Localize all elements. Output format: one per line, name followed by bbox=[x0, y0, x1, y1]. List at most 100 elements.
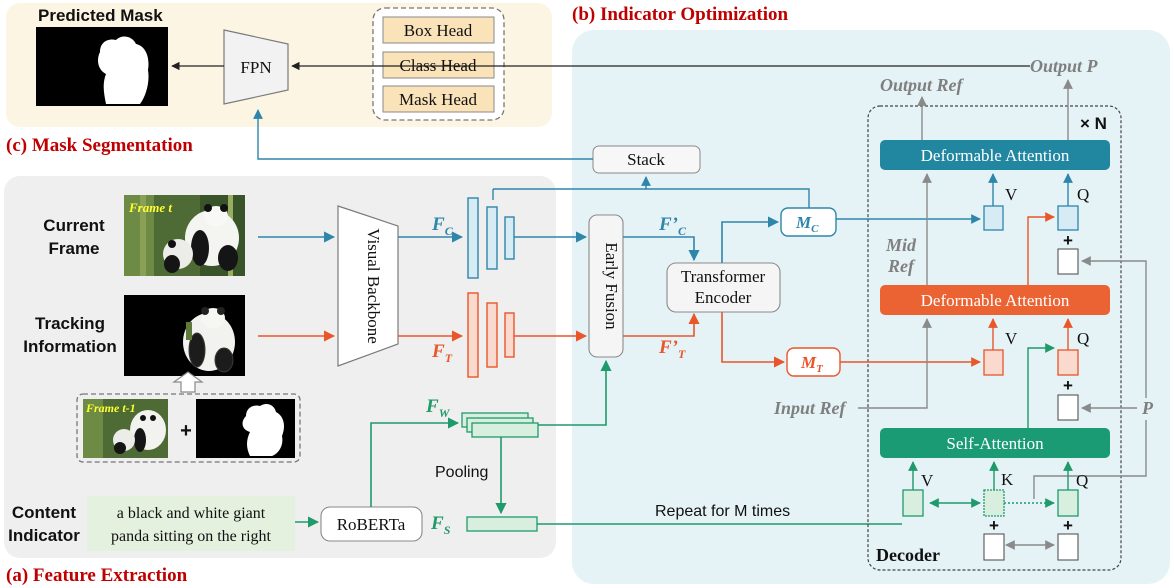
deformable-attention-mid bbox=[880, 285, 1110, 315]
ft-prime-label: F’T bbox=[658, 337, 686, 361]
fpn-label: FPN bbox=[240, 58, 271, 77]
roberta-to-fw-arrow bbox=[370, 417, 460, 507]
previous-frame-group bbox=[76, 393, 301, 463]
self-k-plus: + bbox=[989, 516, 999, 535]
mid-q-box bbox=[1057, 349, 1079, 376]
ft-pyramid-level-3 bbox=[504, 312, 515, 358]
decoder-repeat-n: × N bbox=[1080, 114, 1107, 133]
mask-head-label: Mask Head bbox=[399, 90, 477, 109]
mid-q-label: Q bbox=[1077, 329, 1089, 348]
previous-frame-image bbox=[83, 399, 168, 458]
fpn-block bbox=[223, 29, 289, 105]
early-fusion-block bbox=[588, 214, 624, 358]
output-p-label: Output P bbox=[1030, 56, 1099, 76]
p-label: P bbox=[1141, 398, 1154, 418]
content-indicator-label-line2: Indicator bbox=[8, 526, 80, 545]
self-q-pos-box bbox=[1057, 533, 1079, 561]
content-indicator-label-line1: Content bbox=[12, 503, 77, 522]
section-title-indicator-optimization: (b) Indicator Optimization bbox=[572, 4, 788, 25]
transformer-encoder-block bbox=[666, 262, 781, 313]
roberta-label: RoBERTa bbox=[337, 515, 406, 534]
ft-pyramid-level-2 bbox=[486, 302, 498, 368]
previous-frame-plus: + bbox=[180, 420, 192, 442]
mc-to-stack-arrow bbox=[641, 176, 810, 210]
current-frame-label-line1: Current bbox=[43, 216, 105, 235]
section-title-feature-extraction: (a) Feature Extraction bbox=[6, 565, 188, 586]
previous-mask-shape bbox=[242, 404, 284, 456]
section-title-mask-segmentation: (c) Mask Segmentation bbox=[6, 135, 193, 156]
sentence-box bbox=[87, 496, 295, 551]
ft-label: FT bbox=[431, 341, 453, 365]
fusion-to-encoder-orange-arrow bbox=[623, 312, 700, 337]
input-ref-label: Input Ref bbox=[773, 398, 848, 418]
visual-backbone-block bbox=[337, 205, 399, 367]
mid-plus: + bbox=[1063, 376, 1073, 395]
fc-pyramid-level-2 bbox=[486, 206, 498, 270]
fusion-to-encoder-blue-arrow bbox=[623, 236, 700, 262]
deformable-attention-top-label: Deformable Attention bbox=[921, 146, 1070, 165]
tracking-info-image bbox=[124, 295, 245, 376]
repeat-label: Repeat for M times bbox=[655, 503, 790, 520]
mid-ref-label-line2: Ref bbox=[887, 256, 916, 276]
mid-v-label: V bbox=[1005, 329, 1018, 348]
current-frame-image bbox=[124, 195, 245, 276]
fw-token-3 bbox=[471, 422, 539, 438]
sentence-line1: a black and white giant bbox=[117, 505, 266, 522]
fc-prime-label: F’C bbox=[658, 214, 687, 238]
p-to-top-pos-arrow bbox=[1081, 256, 1147, 398]
top-v-box bbox=[983, 205, 1004, 231]
mid-attn-to-top-q-arrow bbox=[1027, 212, 1055, 285]
self-k-pos-box bbox=[983, 533, 1005, 561]
fc-pyramid-level-1 bbox=[467, 197, 479, 279]
pooling-label: Pooling bbox=[435, 464, 488, 481]
mask-head bbox=[382, 85, 495, 113]
self-v-label: V bbox=[921, 471, 934, 490]
mid-v-box bbox=[983, 349, 1004, 376]
self-k-label: K bbox=[1001, 470, 1014, 489]
current-frame-label-line2: Frame bbox=[48, 239, 99, 258]
fw-label: FW bbox=[425, 396, 451, 420]
p-to-self-attn-pos-arrow bbox=[1033, 420, 1147, 499]
fs-token bbox=[466, 516, 538, 532]
box-head-label: Box Head bbox=[404, 21, 473, 40]
stack-label: Stack bbox=[627, 150, 665, 169]
current-frame-tag: Frame t bbox=[128, 200, 172, 215]
fw-to-early-fusion-arrow bbox=[538, 359, 612, 426]
encoder-to-mc-arrow bbox=[721, 216, 780, 263]
top-q-box bbox=[1057, 205, 1079, 231]
input-ref-to-mid-attn-arrow bbox=[858, 318, 932, 409]
self-q-label: Q bbox=[1076, 471, 1088, 490]
self-attn-to-mid-q-arrow bbox=[1027, 343, 1055, 428]
stack-to-fpn-arrow bbox=[253, 109, 593, 160]
encoder-to-mt-arrow bbox=[721, 312, 786, 368]
tracking-up-arrow bbox=[172, 371, 204, 393]
tracking-info-label-line1: Tracking bbox=[35, 314, 105, 333]
fs-label: FS bbox=[430, 513, 451, 537]
decoder-container bbox=[867, 105, 1122, 571]
predicted-mask-label: Predicted Mask bbox=[38, 6, 163, 25]
self-v-box bbox=[902, 489, 924, 517]
mid-ref-label-line1: Mid bbox=[885, 235, 917, 255]
fc-label: FC bbox=[431, 214, 454, 238]
self-q-plus: + bbox=[1063, 516, 1073, 535]
tracking-info-label-line2: Information bbox=[23, 337, 117, 356]
output-ref-label: Output Ref bbox=[880, 75, 965, 95]
transformer-encoder-label-line1: Transformer bbox=[681, 267, 766, 286]
top-q-label: Q bbox=[1077, 185, 1089, 204]
self-q-box bbox=[1057, 489, 1079, 517]
predicted-mask-shape bbox=[98, 36, 149, 104]
deformable-attention-mid-label: Deformable Attention bbox=[921, 291, 1070, 310]
decoder-title: Decoder bbox=[876, 545, 940, 565]
ft-pyramid-level-1 bbox=[467, 292, 479, 378]
fc-pyramid-level-3 bbox=[504, 216, 515, 260]
self-attention-label: Self-Attention bbox=[946, 434, 1044, 453]
deformable-attention-top bbox=[880, 140, 1110, 170]
mt-label: MT bbox=[800, 353, 824, 375]
previous-frame-tag: Frame t-1 bbox=[85, 401, 136, 415]
top-plus: + bbox=[1063, 231, 1073, 250]
self-attention-block bbox=[880, 428, 1110, 458]
mid-pos-box bbox=[1057, 394, 1079, 421]
mc-block bbox=[780, 207, 837, 237]
transformer-encoder-label-line2: Encoder bbox=[695, 288, 752, 307]
